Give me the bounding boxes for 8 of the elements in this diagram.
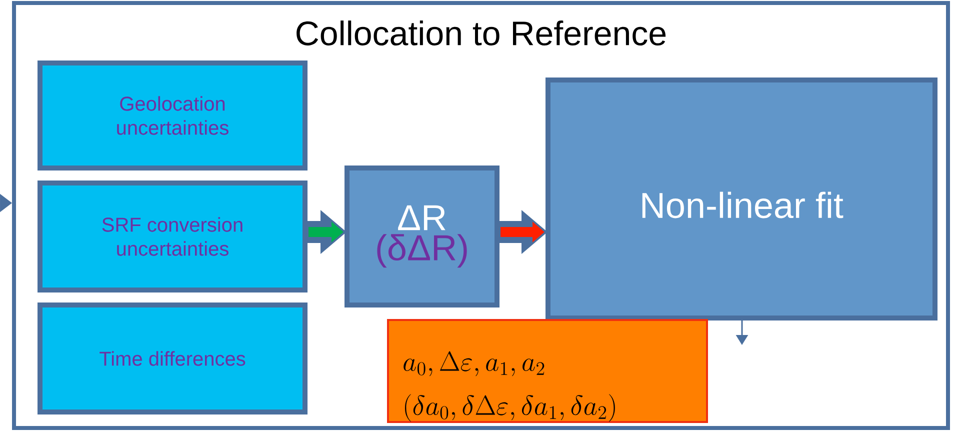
block-arrow — [308, 210, 346, 254]
process-box: Geolocation uncertainties — [38, 60, 308, 170]
block-arrow — [500, 210, 548, 254]
process-box: ΔR (δΔR) — [344, 166, 500, 308]
formula-box: $a_0,\Delta\varepsilon,a_1,a_2$ $(\delta a_0,\delta\Delta\varepsilon,\delta a_1,\delta a_2)$ — [387, 319, 708, 423]
process-box: Non-linear fit — [546, 78, 938, 320]
process-box: SRF conversion uncertainties — [38, 180, 308, 292]
process-box: Time differences — [38, 302, 308, 414]
